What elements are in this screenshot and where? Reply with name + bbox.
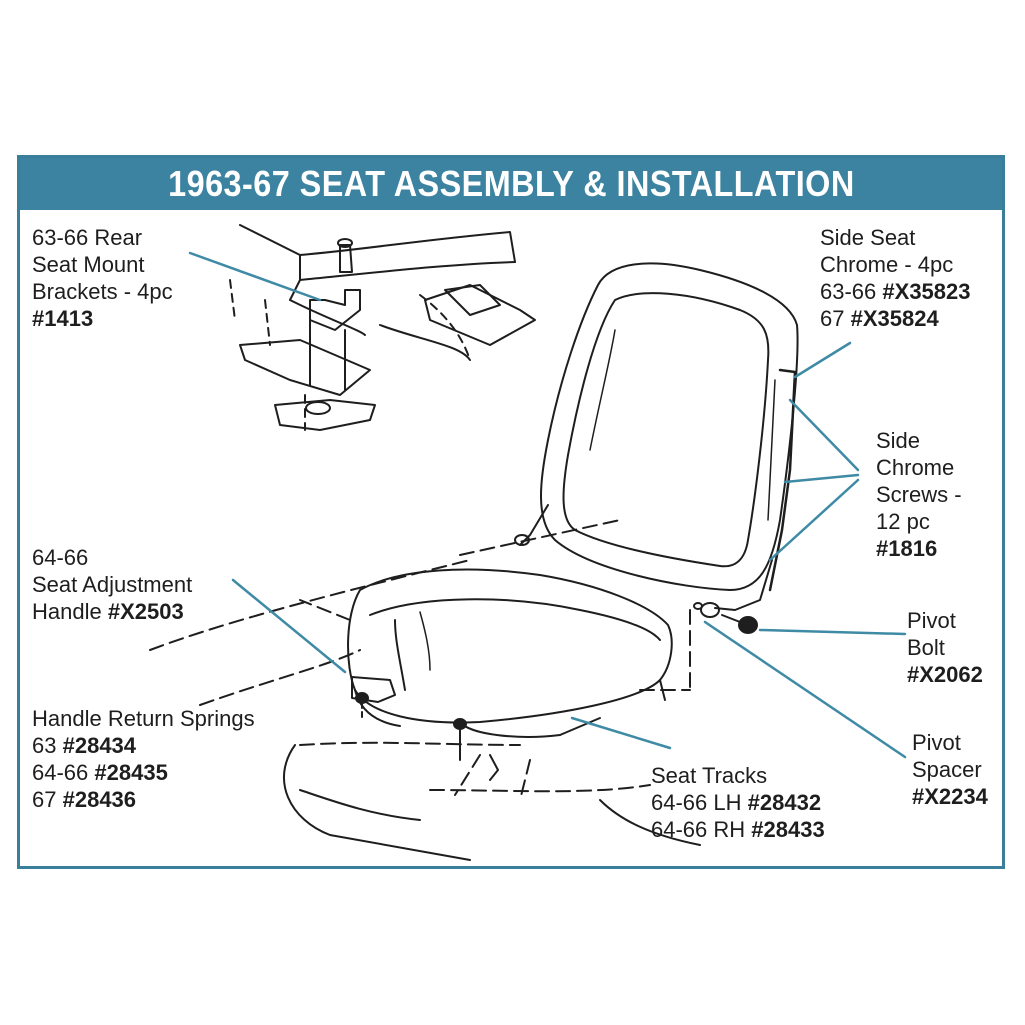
part-number: #28433 (751, 817, 825, 842)
callout-text: Spacer (912, 757, 982, 782)
leader-rear-brackets (188, 251, 322, 302)
callout-rear-brackets: 63-66 Rear Seat Mount Brackets - 4pc #14… (32, 224, 173, 332)
callout-text: 63-66 Rear (32, 225, 143, 250)
leader-side-seat-chrome (793, 341, 852, 379)
track-bolt (453, 718, 499, 781)
callout-text: Pivot (907, 608, 956, 633)
part-number: #X35823 (882, 279, 971, 304)
callout-text: Chrome (876, 455, 955, 480)
diagram-title: 1963-67 SEAT ASSEMBLY & INSTALLATION (167, 163, 855, 204)
leader-screws-2 (783, 473, 860, 484)
callout-text: Seat Tracks (651, 763, 768, 788)
part-number: #1816 (876, 536, 938, 561)
callout-text: Side Seat (820, 225, 916, 250)
callout-pivot-bolt: Pivot Bolt #X2062 (907, 607, 983, 688)
part-number: #28435 (94, 760, 168, 785)
year-range: 63-66 (820, 279, 877, 304)
year-range: 64-66 RH (651, 817, 746, 842)
leader-screws-3 (768, 478, 860, 562)
callout-side-seat-chrome: Side Seat Chrome - 4pc 63-66 #X35823 67 … (820, 224, 971, 332)
leader-pivot-spacer (703, 620, 907, 759)
callout-text: Screws - (876, 482, 962, 507)
callout-text: Pivot (912, 730, 961, 755)
seat-back-illustration (514, 262, 799, 611)
pivot-hardware (693, 602, 758, 634)
callout-pivot-spacer: Pivot Spacer #X2234 (912, 729, 988, 810)
rear-bracket-illustration (229, 224, 536, 431)
year-range: 63 (32, 733, 57, 758)
callout-text: 12 pc (876, 509, 930, 534)
year-range: 64-66 (32, 760, 89, 785)
callout-text: Handle Return Springs (32, 706, 255, 731)
callout-return-springs: Handle Return Springs 63 #28434 64-66 #2… (32, 705, 255, 813)
callout-seat-tracks: Seat Tracks 64-66 LH #28432 64-66 RH #28… (651, 762, 825, 843)
part-number: #28436 (62, 787, 137, 812)
part-number: #X2062 (907, 662, 983, 687)
year-range: 67 (820, 306, 845, 331)
year-range: 64-66 LH (651, 790, 742, 815)
callout-text: Bolt (907, 635, 945, 660)
callout-text: Seat Mount (32, 252, 145, 277)
floor-tunnel (283, 744, 471, 861)
year-range: 67 (32, 787, 57, 812)
diagram-frame: 1963-67 SEAT ASSEMBLY & INSTALLATION (17, 155, 1005, 869)
seat-cushion-illustration (347, 568, 673, 738)
callout-text: Seat Adjustment (32, 572, 193, 597)
callout-text: Brackets - 4pc (32, 279, 173, 304)
part-number: #28434 (62, 733, 137, 758)
leader-pivot-bolt (758, 628, 907, 636)
leader-seat-tracks (570, 716, 672, 750)
callout-text: Chrome - 4pc (820, 252, 954, 277)
callout-text: Side (876, 428, 921, 453)
part-number: #X2503 (107, 599, 184, 624)
adjustment-handle (351, 676, 396, 719)
callout-adjust-handle: 64-66 Seat Adjustment Handle #X2503 (32, 544, 192, 625)
leader-adjust-handle (231, 578, 347, 674)
part-number: #X2234 (912, 784, 988, 809)
leader-lines (188, 251, 907, 759)
part-number: #X35824 (850, 306, 939, 331)
leader-screws-1 (788, 398, 860, 472)
part-number: #28432 (747, 790, 822, 815)
title-banner: 1963-67 SEAT ASSEMBLY & INSTALLATION (20, 158, 1002, 210)
callout-text: Handle (32, 599, 102, 624)
part-number: #1413 (32, 306, 94, 331)
callout-side-chrome-screws: Side Chrome Screws - 12 pc #1816 (876, 427, 962, 562)
callout-text: 64-66 (32, 545, 89, 570)
